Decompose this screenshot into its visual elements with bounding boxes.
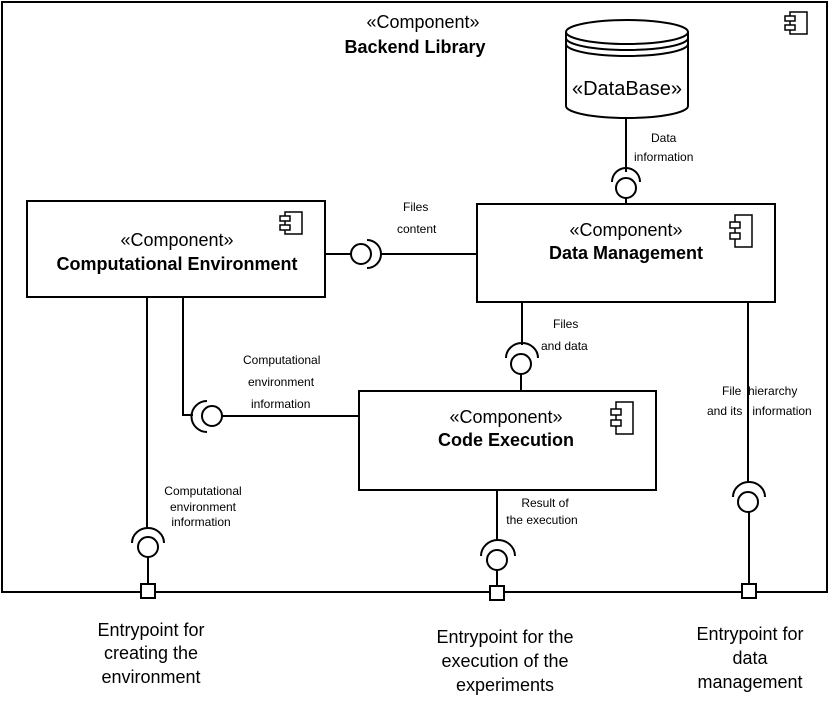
interface-label: and data xyxy=(541,339,588,353)
component-icon xyxy=(729,214,753,248)
interface-label: Data xyxy=(651,131,677,145)
port-data-management xyxy=(741,583,757,599)
component-name: Computational Environment xyxy=(56,254,297,274)
required-interface-socket xyxy=(366,239,382,269)
port-label: environment xyxy=(101,667,200,687)
interface-label: the execution xyxy=(506,513,577,527)
interface-label: environment xyxy=(170,500,237,514)
port-label: Entrypoint for the xyxy=(436,627,573,647)
port-label: creating the xyxy=(104,643,198,663)
component-stereotype: «Component» xyxy=(569,220,682,240)
required-interface-socket xyxy=(611,167,641,183)
component-stereotype: «Component» xyxy=(120,230,233,250)
interface-label: environment xyxy=(248,375,315,389)
interface-label: Computational xyxy=(243,353,320,367)
interface-label: Files xyxy=(553,317,578,331)
port-label: Entrypoint for xyxy=(696,624,803,644)
port-creating-environment xyxy=(140,583,156,599)
port-label: execution of the xyxy=(441,651,568,671)
component-icon xyxy=(279,211,303,235)
interface-label: information xyxy=(171,515,230,529)
port-label: Entrypoint for xyxy=(97,620,204,640)
required-interface-socket xyxy=(505,342,539,359)
component-name: Code Execution xyxy=(438,430,574,450)
database-label: «DataBase» xyxy=(572,78,682,100)
port-label: experiments xyxy=(456,675,554,695)
backend-library-stereotype: «Component» xyxy=(366,12,479,32)
interface-label: content xyxy=(397,222,437,236)
port-label: data xyxy=(732,648,768,668)
interface-label: information xyxy=(634,150,693,164)
port-execution-experiments xyxy=(489,585,505,601)
component-icon xyxy=(784,11,808,35)
interface-label: information xyxy=(251,397,310,411)
interface-label: File hierarchy xyxy=(722,384,797,398)
component-name: Data Management xyxy=(549,243,703,263)
provided-interface-ball xyxy=(350,243,372,265)
interface-label: Result of xyxy=(521,496,569,510)
interface-label: and its information xyxy=(707,404,812,418)
backend-library-title: Backend Library xyxy=(344,37,485,57)
component-data-management xyxy=(476,203,776,303)
required-interface-socket xyxy=(732,481,766,498)
required-interface-socket xyxy=(480,539,516,557)
database-cylinder: «DataBase» xyxy=(565,19,689,119)
interface-label: Files xyxy=(403,200,428,214)
component-code-execution xyxy=(358,390,657,491)
component-icon xyxy=(610,401,634,435)
component-stereotype: «Component» xyxy=(449,407,562,427)
interface-label: Computational xyxy=(164,484,241,498)
required-interface-socket xyxy=(190,400,208,433)
port-label: management xyxy=(697,672,802,692)
component-computational-environment xyxy=(26,200,326,298)
required-interface-socket xyxy=(131,527,165,544)
